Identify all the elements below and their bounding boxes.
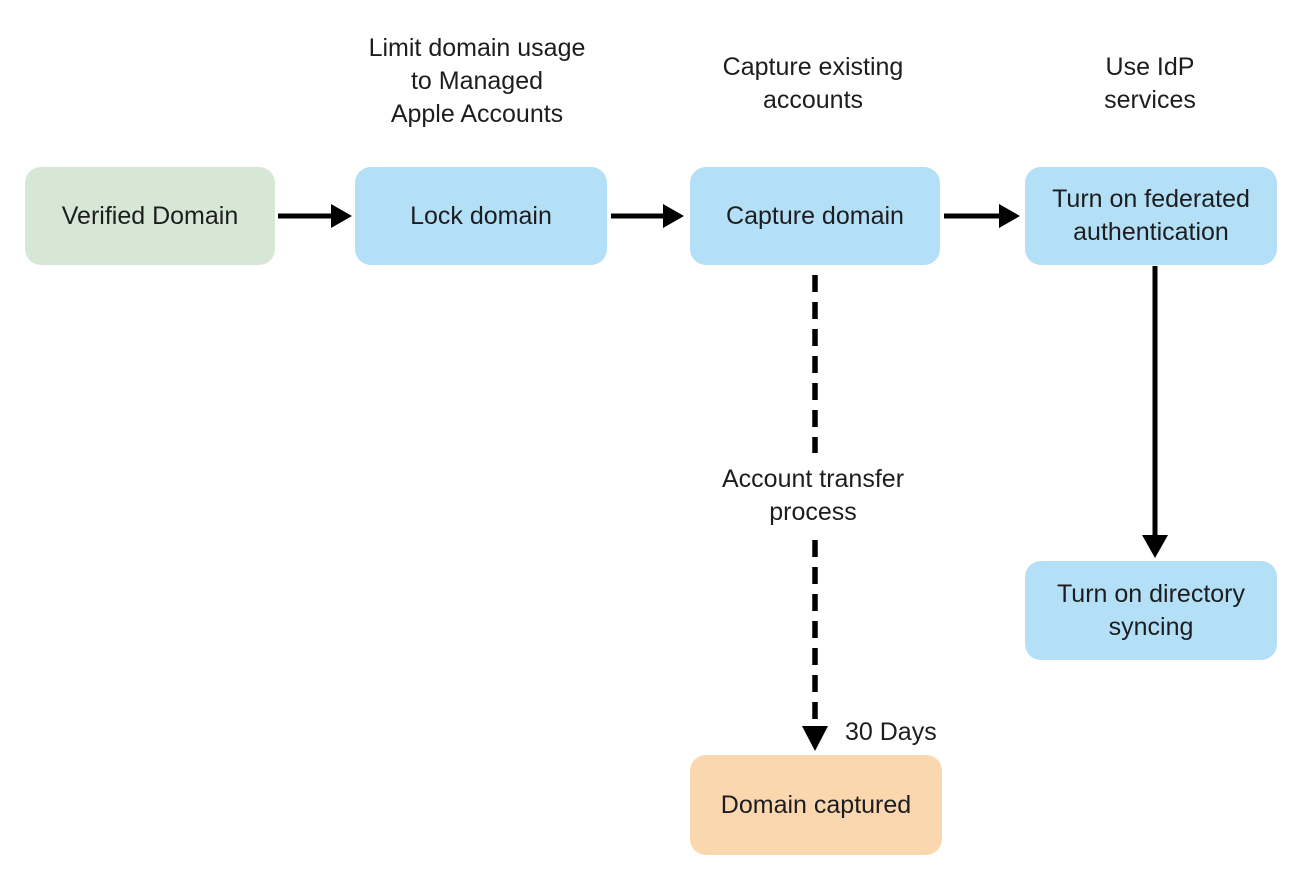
- annotation-line: Limit domain usage: [368, 34, 586, 62]
- node-federated-authentication: Turn on federated authentication: [1025, 167, 1277, 265]
- node-label: Verified Domain: [61, 201, 239, 230]
- node-label: Domain captured: [720, 790, 912, 819]
- annotation-limit-domain-usage: Limit domain usage to Managed Apple Acco…: [327, 32, 627, 131]
- arrow-verified-to-lock: [278, 204, 352, 228]
- annotation-line: process: [769, 498, 857, 526]
- annotation-line: accounts: [762, 86, 864, 114]
- annotation-line: Apple Accounts: [390, 100, 564, 128]
- annotation-line: services: [1104, 86, 1196, 114]
- annotation-account-transfer: Account transfer process: [663, 463, 963, 529]
- annotation-thirty-days: 30 Days: [845, 718, 937, 746]
- arrow-lock-to-capture: [611, 204, 684, 228]
- node-domain-captured: Domain captured: [690, 755, 942, 855]
- node-label: Lock domain: [410, 201, 552, 230]
- annotation-line: Capture existing: [722, 53, 904, 81]
- node-capture-domain: Capture domain: [690, 167, 940, 265]
- node-lock-domain: Lock domain: [355, 167, 607, 265]
- arrow-capture-to-federated: [944, 204, 1020, 228]
- arrow-federated-to-directory-syncing: [1142, 266, 1168, 558]
- annotation-line: Account transfer: [721, 465, 905, 493]
- node-label: Turn on federated authentication: [1052, 185, 1250, 246]
- annotation-line: to Managed: [410, 67, 544, 95]
- annotation-capture-existing: Capture existing accounts: [663, 51, 963, 117]
- node-verified-domain: Verified Domain: [25, 167, 275, 265]
- node-directory-syncing: Turn on directory syncing: [1025, 561, 1277, 660]
- annotation-line: Use IdP: [1105, 53, 1195, 81]
- annotation-use-idp: Use IdP services: [1000, 51, 1296, 117]
- node-label: Turn on directory syncing: [1056, 579, 1246, 641]
- node-label: Capture domain: [726, 201, 904, 230]
